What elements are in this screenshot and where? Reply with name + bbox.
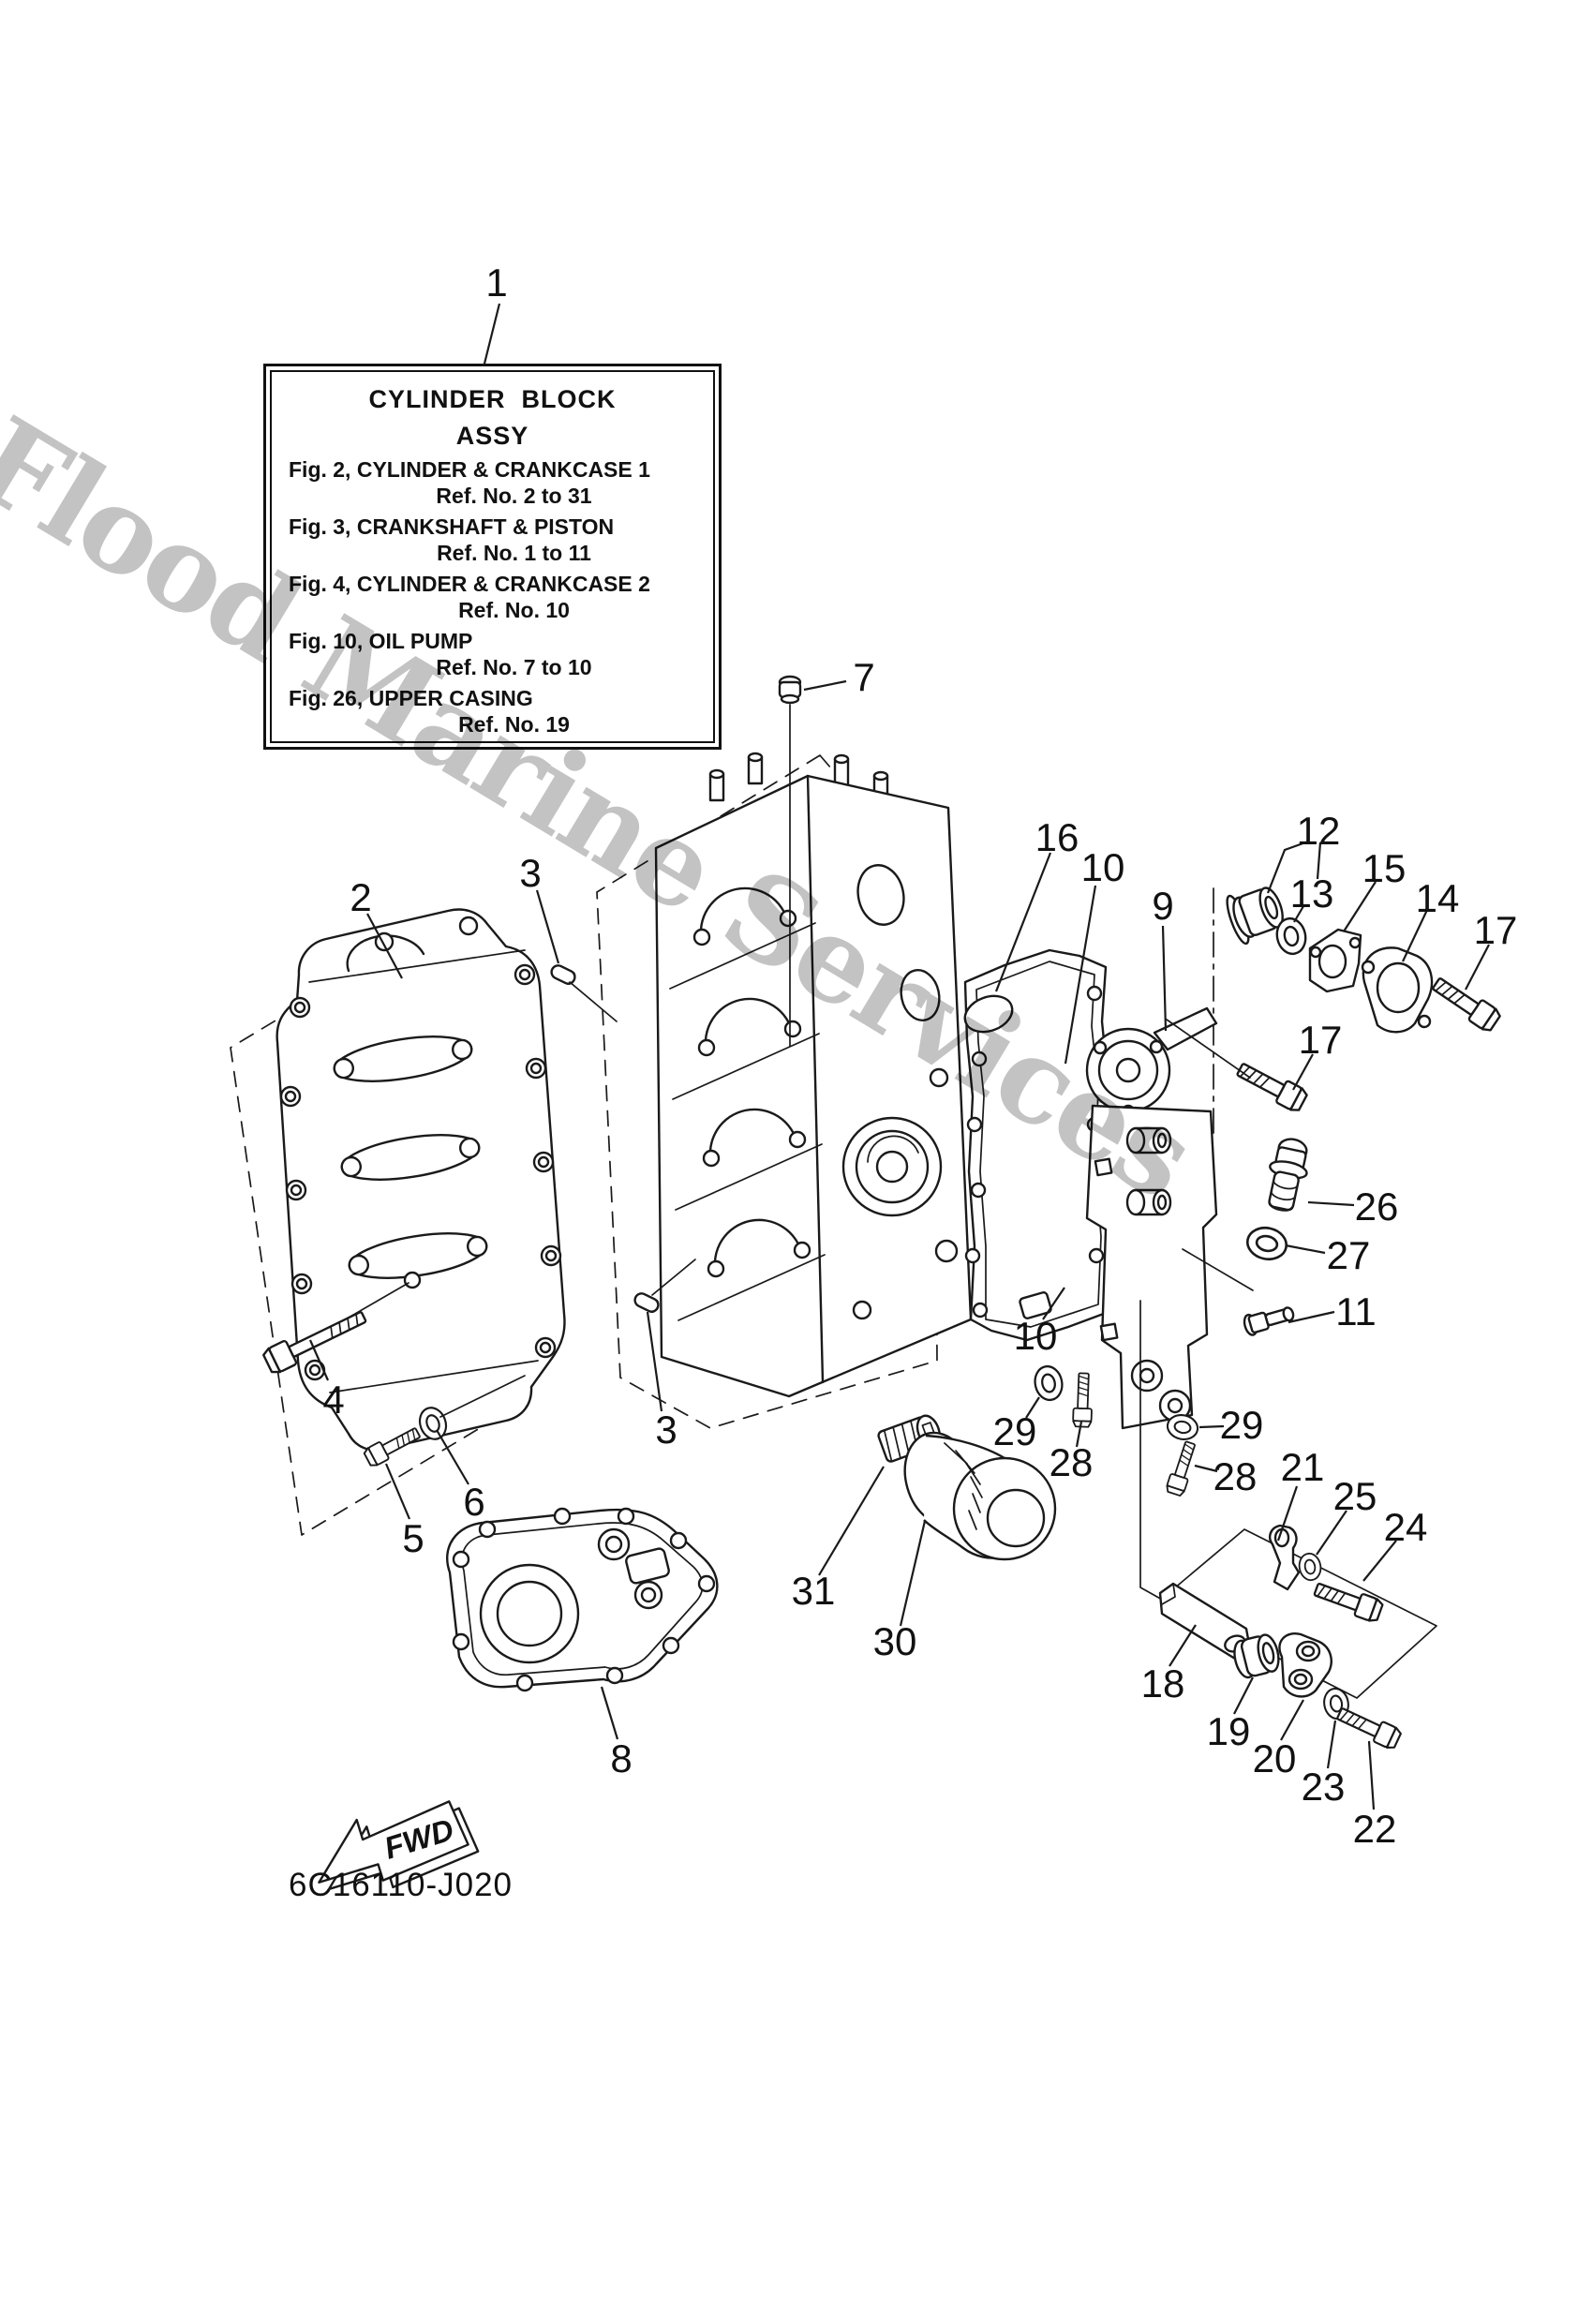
leader-line-8 bbox=[600, 1686, 619, 1740]
bolt-17a-drawing bbox=[1428, 972, 1504, 1035]
fig-reference: Fig. 4, CYLINDER & CRANKCASE 2 bbox=[289, 572, 650, 596]
linkage-group-outline bbox=[1161, 1528, 1437, 1699]
bolt-17b-drawing bbox=[1232, 1057, 1310, 1115]
leader-line-10 bbox=[1042, 1287, 1065, 1320]
leader-line-29 bbox=[1025, 1396, 1040, 1419]
leader-line-1 bbox=[483, 303, 501, 365]
bushing-19-drawing bbox=[1233, 1633, 1280, 1679]
leader-line-17 bbox=[1465, 944, 1490, 991]
cylinder-block-info-box: CYLINDER BLOCK ASSY Fig. 2, CYLINDER & C… bbox=[263, 364, 722, 750]
bolt-28a-drawing bbox=[1071, 1372, 1094, 1428]
leader-line-10 bbox=[1064, 885, 1097, 1065]
leader-line-13 bbox=[1293, 905, 1304, 923]
bolt-28b-drawing bbox=[1164, 1438, 1200, 1497]
leader-line-28 bbox=[1075, 1421, 1083, 1448]
fwd-arrow: FWD bbox=[318, 1800, 480, 1891]
oil-pump-bracket-drawing bbox=[1085, 1006, 1218, 1430]
mount-20-drawing bbox=[1278, 1632, 1332, 1698]
fig-reference: Fig. 26, UPPER CASING bbox=[289, 686, 533, 710]
leader-lines bbox=[308, 303, 1490, 1810]
info-box-subtitle: ASSY bbox=[455, 422, 529, 450]
leader-line-14 bbox=[1402, 909, 1428, 962]
exhaust-gasket-drawing bbox=[963, 948, 1113, 1342]
lower-gasket-drawing bbox=[446, 1507, 719, 1692]
leader-line-16 bbox=[994, 852, 1052, 992]
leader-line-4 bbox=[308, 1339, 330, 1381]
fitting-11-drawing bbox=[1243, 1306, 1295, 1336]
leader-line-23 bbox=[1326, 1720, 1337, 1769]
oil-filter-30-drawing bbox=[903, 1431, 1057, 1561]
dowel-pin-3b-drawing bbox=[632, 1289, 662, 1316]
oil-plug-26-drawing bbox=[1268, 1138, 1308, 1212]
block-side-features bbox=[841, 864, 959, 1320]
leader-line-30 bbox=[899, 1520, 927, 1627]
leader-line-9 bbox=[1161, 925, 1168, 1032]
ref-numbers: Ref. No. 1 to 11 bbox=[437, 541, 591, 565]
washer-25-drawing bbox=[1296, 1551, 1324, 1583]
leader-line-7 bbox=[803, 679, 847, 692]
leader-line-15 bbox=[1343, 881, 1377, 932]
leader-line-3 bbox=[535, 889, 560, 964]
dowel-pin-3a-drawing bbox=[548, 961, 578, 988]
leader-line-28 bbox=[1194, 1464, 1218, 1473]
cylinder-block-drawing bbox=[654, 752, 973, 1398]
crankcase-half-drawing bbox=[275, 908, 566, 1452]
ref-numbers: Ref. No. 19 bbox=[458, 712, 570, 737]
fig-reference: Fig. 10, OIL PUMP bbox=[289, 629, 473, 653]
leader-line-12 bbox=[1266, 840, 1309, 894]
washer-29a-drawing bbox=[1031, 1363, 1066, 1404]
ref-numbers: Ref. No. 2 to 31 bbox=[436, 484, 592, 508]
leader-line-31 bbox=[818, 1466, 885, 1576]
leader-line-21 bbox=[1276, 1485, 1299, 1542]
leader-line-25 bbox=[1316, 1510, 1347, 1556]
leader-line-22 bbox=[1367, 1740, 1376, 1810]
fig-reference: Fig. 2, CYLINDER & CRANKCASE 1 bbox=[289, 457, 650, 482]
o-ring-27-drawing bbox=[1243, 1223, 1291, 1264]
fig-reference: Fig. 3, CRANKSHAFT & PISTON bbox=[289, 514, 615, 539]
drawing-code: 6C16110-J020 bbox=[289, 1867, 514, 1903]
thermostat-gasket-15-drawing bbox=[1308, 928, 1362, 993]
leader-line-6 bbox=[436, 1429, 469, 1485]
leader-line-29 bbox=[1198, 1424, 1225, 1429]
leader-line-26 bbox=[1307, 1200, 1355, 1207]
ref-numbers: Ref. No. 7 to 10 bbox=[436, 655, 592, 679]
crankcase-bolt-lugs bbox=[279, 916, 562, 1381]
anode-plug-12-drawing bbox=[1226, 886, 1284, 946]
leader-line-5 bbox=[384, 1463, 411, 1520]
block-bearing-saddles bbox=[692, 886, 811, 1278]
leader-line-18 bbox=[1169, 1624, 1197, 1667]
linkage-bracket-line bbox=[1139, 1300, 1165, 1601]
bolt-24-drawing bbox=[1311, 1577, 1385, 1625]
info-box-title: CYLINDER BLOCK bbox=[368, 385, 617, 413]
lever-21-drawing bbox=[1269, 1524, 1301, 1591]
leader-line-19 bbox=[1233, 1676, 1254, 1715]
ref-numbers: Ref. No. 10 bbox=[458, 598, 570, 622]
oil-passage-screw-drawing bbox=[778, 675, 802, 1047]
leader-line-24 bbox=[1362, 1540, 1397, 1582]
leader-line-27 bbox=[1285, 1244, 1326, 1255]
info-box-inner-border: CYLINDER BLOCK ASSY Fig. 2, CYLINDER & C… bbox=[270, 370, 715, 743]
bolt-4-drawing bbox=[262, 1311, 367, 1374]
leader-line-3 bbox=[646, 1311, 663, 1412]
leader-line-17 bbox=[1292, 1053, 1314, 1091]
bracket-bosses bbox=[1125, 1126, 1172, 1216]
leader-line-2 bbox=[366, 913, 403, 979]
cylinder-block-dashed-box bbox=[596, 754, 938, 1429]
thermostat-cover-14-drawing bbox=[1361, 946, 1434, 1034]
leader-line-12-arm bbox=[1316, 842, 1322, 880]
leader-line-20 bbox=[1280, 1699, 1304, 1741]
leader-line-11 bbox=[1288, 1310, 1335, 1324]
